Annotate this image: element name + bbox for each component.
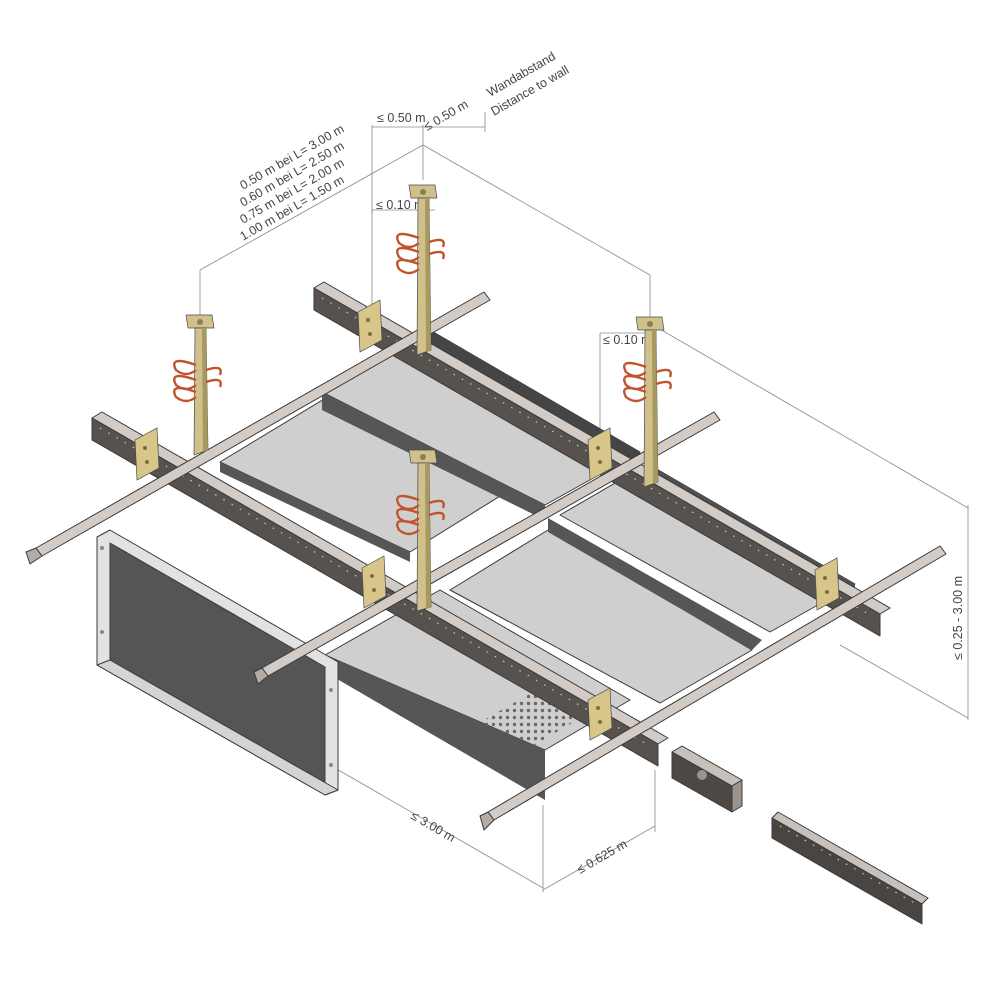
hanger-bolt xyxy=(647,321,653,327)
spring-icon xyxy=(205,366,222,388)
spring-icon xyxy=(173,359,197,403)
spring-icon xyxy=(396,232,420,275)
clip xyxy=(134,427,160,481)
clip xyxy=(357,299,383,353)
detached-side-panel xyxy=(96,529,339,796)
clip xyxy=(814,557,840,611)
side-panel-hole xyxy=(329,688,333,692)
hanger-rod-shade xyxy=(652,330,658,484)
wall-left-label: ≤ 0.50 m xyxy=(377,111,426,125)
wall-right-label: ≤ 0.50 m xyxy=(422,97,471,133)
hanger-offset-right-label: ≤ 0.10 m xyxy=(603,333,652,347)
side-panel-hole xyxy=(329,763,333,767)
hanger-bolt xyxy=(420,454,426,460)
rail-holes xyxy=(321,297,873,617)
spring-icon xyxy=(428,499,445,521)
clip xyxy=(587,427,613,481)
cross-rail-2-flange xyxy=(253,667,269,685)
hanger-bolt xyxy=(420,189,426,195)
hangers xyxy=(173,184,672,612)
cross-rail-3-flange xyxy=(479,811,495,831)
hanger-rod-shade xyxy=(425,198,431,352)
cross-rail-1-flange xyxy=(25,547,43,565)
hanger-offset-left-label: ≤ 0.10 m xyxy=(376,198,425,212)
hanger-left xyxy=(173,314,222,456)
hanger-right xyxy=(623,316,672,488)
hanger-back xyxy=(396,184,445,356)
panel-length-label: ≤ 3.00 m xyxy=(409,808,458,844)
panel-back-left-side xyxy=(220,462,410,562)
rail-holes xyxy=(99,427,651,747)
spring-icon xyxy=(623,361,647,403)
ceiling-panels xyxy=(219,329,856,800)
clip xyxy=(361,555,387,609)
suspension-height-label: ≤ 0.25 - 3.00 m xyxy=(951,576,965,660)
hanger-rod-shade xyxy=(202,328,208,452)
loose-rail-segment xyxy=(771,811,929,925)
hanger-bolt xyxy=(197,319,203,325)
hanger-front xyxy=(396,449,445,612)
side-panel-lip xyxy=(96,659,339,796)
spring-icon xyxy=(396,494,420,536)
spring-icon xyxy=(655,368,672,390)
panel-front-left-side xyxy=(325,655,545,800)
panel-front-right-side xyxy=(548,518,762,650)
spring-icon xyxy=(428,238,445,260)
clip xyxy=(587,687,613,741)
dimension-lines xyxy=(199,112,969,892)
cross-rails xyxy=(25,291,947,831)
side-panel-face xyxy=(109,542,326,784)
side-panel-hole xyxy=(100,546,104,550)
side-panel-hole xyxy=(100,630,104,634)
loose-parts xyxy=(671,745,929,925)
rail-connector-piece xyxy=(671,745,743,813)
hanger-rod-shade xyxy=(425,463,431,609)
panel-width-label: ≤ 0.625 m xyxy=(575,837,630,877)
rail-clips xyxy=(134,299,840,741)
